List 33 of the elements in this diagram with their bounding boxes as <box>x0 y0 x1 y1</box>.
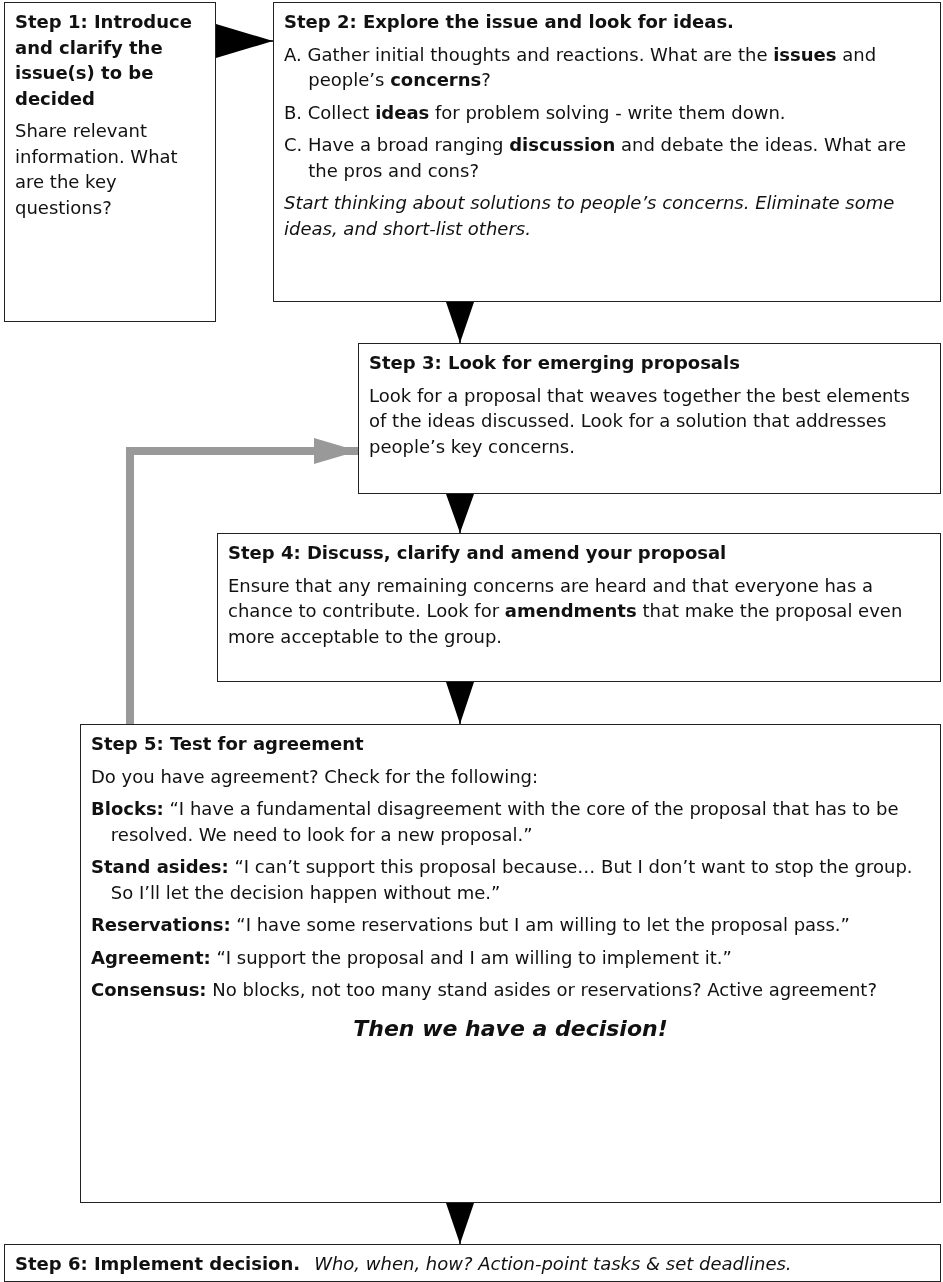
arrow <box>446 493 474 534</box>
arrow <box>126 438 358 724</box>
step-box <box>358 343 941 494</box>
step-box <box>4 1244 941 1282</box>
list-item: Stand asides: “I can’t support this proposal because… But I don’t want to stop the group. So I’ll let the decision happen without me.” <box>91 855 914 905</box>
step-box <box>80 724 941 1203</box>
arrow <box>446 681 474 725</box>
list-item: A. Gather initial thoughts and reactions. What are the issues and people’s concerns? <box>284 42 878 93</box>
step-heading: Step 6: Implement decision. <box>15 1253 301 1274</box>
step-heading: Step 5: Test for agreement <box>91 732 365 756</box>
arrow <box>215 24 274 58</box>
step-heading: Step 3: Look for emerging proposals <box>369 351 741 375</box>
step-box <box>4 2 216 322</box>
list-item: Blocks: “I have a fundamental disagreement with the core of the proposal that has to be resolved. We need to look for a new proposal.” <box>91 797 900 847</box>
step-text: Do you have agreement? Check for the following: <box>91 764 540 789</box>
list-item: C. Have a broad ranging discussion and debate the ideas. What are the pros and cons? <box>284 133 908 183</box>
list-item: Reservations: “I have some reservations but I am willing to let the proposal pass.” <box>91 913 851 938</box>
step-heading: Step 1: Introduce and clarify the issue(s) to be decided <box>15 10 193 111</box>
step-box <box>217 533 941 682</box>
step-heading: Step 4: Discuss, clarify and amend your proposal <box>228 541 728 565</box>
step-text: Who, when, how? Action-point tasks & set deadlines. <box>314 1253 792 1274</box>
step-text: Look for a proposal that weaves together the best elements of the ideas discussed. Look for a solution that addresses people’s key concerns. <box>369 383 911 459</box>
arrow <box>446 1202 474 1245</box>
conclusion-text: Then we have a decision! <box>352 1014 669 1043</box>
step-text: Ensure that any remaining concerns are heard and that everyone has a chance to contribute. Look for amendments that make the proposal even more acceptable to the group. <box>228 573 904 649</box>
list-item: Consensus: No blocks, not too many stand asides or reservations? Active agreement? <box>91 978 878 1003</box>
step-text: Share relevant information. What are the key questions? <box>15 119 179 220</box>
step-box <box>273 2 941 302</box>
list-item: Agreement: “I support the proposal and I am willing to implement it.” <box>91 945 733 970</box>
step-heading: Step 2: Explore the issue and look for ideas. <box>284 10 735 34</box>
arrow <box>446 301 474 344</box>
list-item: B. Collect ideas for problem solving - write them down. <box>284 100 787 125</box>
note-text: Start thinking about solutions to people’s concerns. Eliminate some ideas, and short-list others. <box>284 191 896 241</box>
